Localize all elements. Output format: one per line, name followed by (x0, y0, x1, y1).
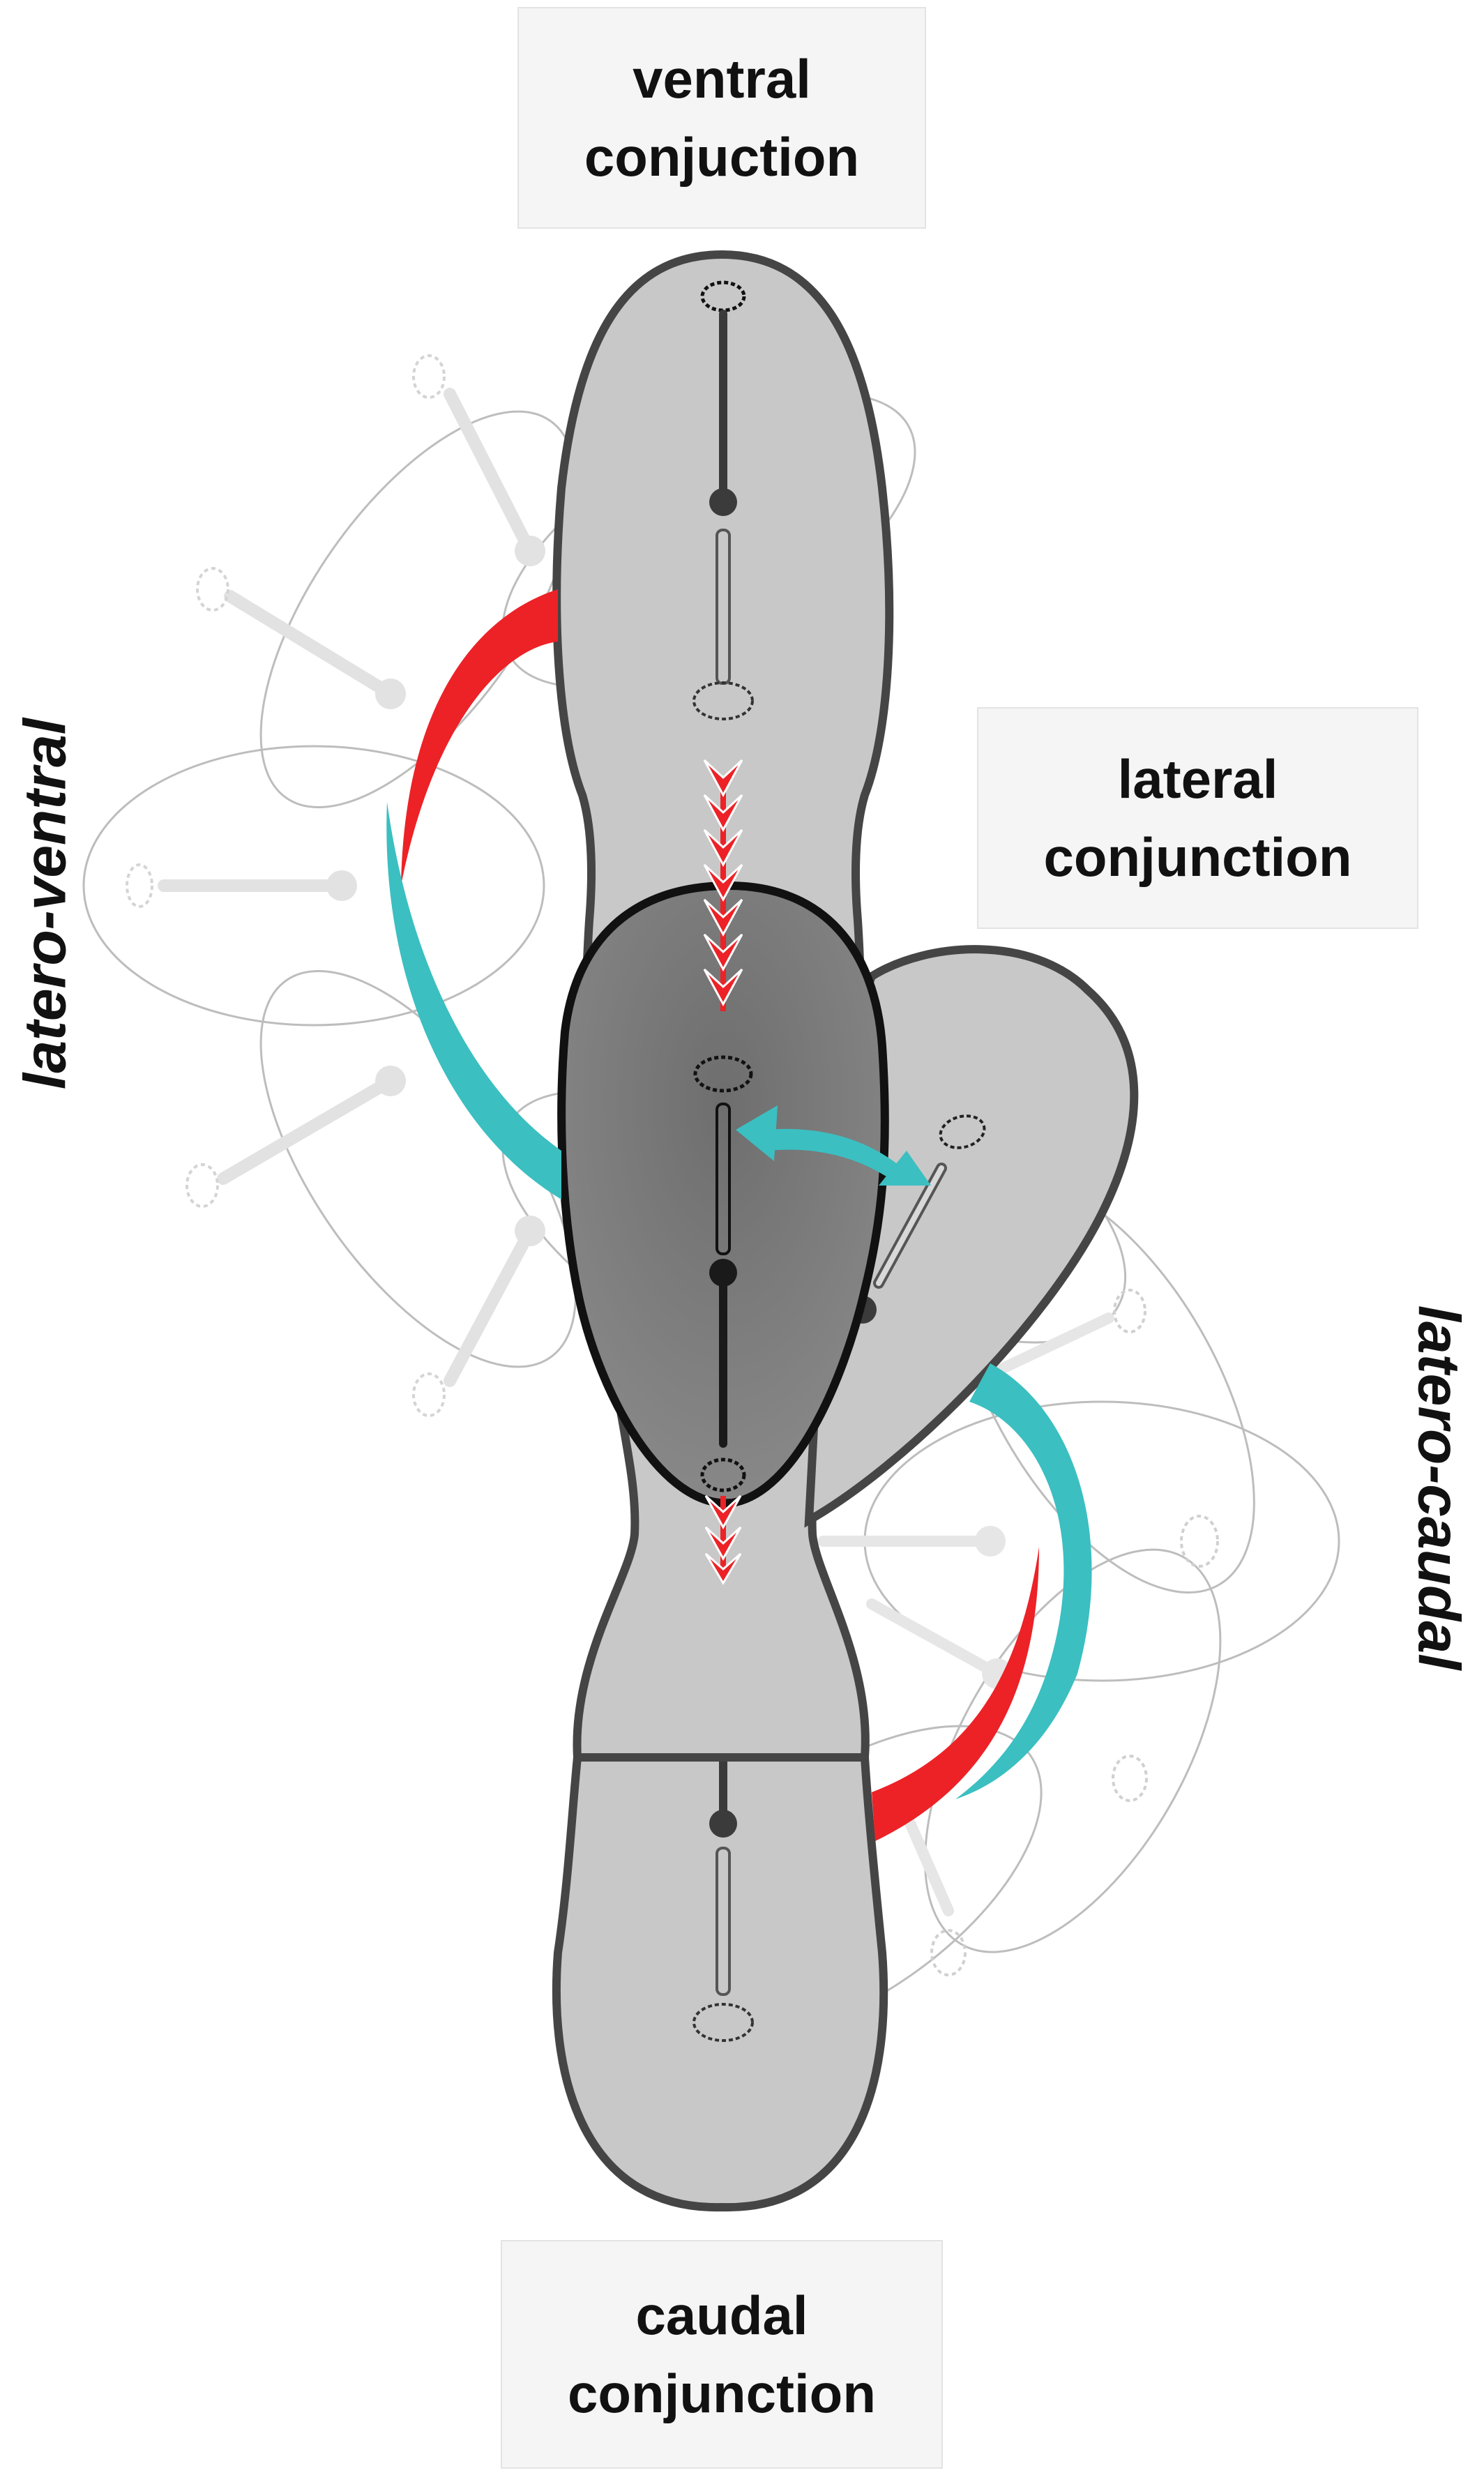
ventral-label-line2: conjuction (584, 126, 860, 188)
teal-arc-right (955, 1363, 1092, 1799)
ghost-cell-lv-3 (82, 745, 545, 1027)
zipper-junction-lower (704, 1494, 742, 1585)
teal-arc-left (386, 802, 561, 1199)
lateral-label-line2: conjunction (1043, 826, 1352, 888)
caudal-label-line1: caudal (635, 2285, 808, 2346)
ghost-cell-lv-2 (259, 410, 577, 808)
ghost-markers-latero-ventral (126, 354, 545, 1417)
latero-caudal-label: latero-caudal (1406, 1305, 1472, 1670)
ventral-label-line1: ventral (633, 48, 811, 109)
lateral-conjunction-label: lateral conjunction (977, 707, 1418, 929)
caudal-label-line2: conjunction (568, 2363, 876, 2424)
ghost-cell-lc-4 (924, 1548, 1222, 1953)
caudal-conjunction-label: caudal conjunction (501, 2240, 943, 2469)
lateral-label-line1: lateral (1117, 748, 1278, 810)
red-arc-right (872, 1547, 1039, 1841)
ventral-conjunction-label: ventral conjuction (517, 7, 926, 229)
zipper-junction-upper (703, 759, 743, 1011)
rotation-double-arrow (736, 1105, 931, 1186)
latero-ventral-label: latero-ventral (12, 718, 78, 1090)
central-cell (557, 881, 889, 1508)
red-arc-left (401, 589, 558, 886)
